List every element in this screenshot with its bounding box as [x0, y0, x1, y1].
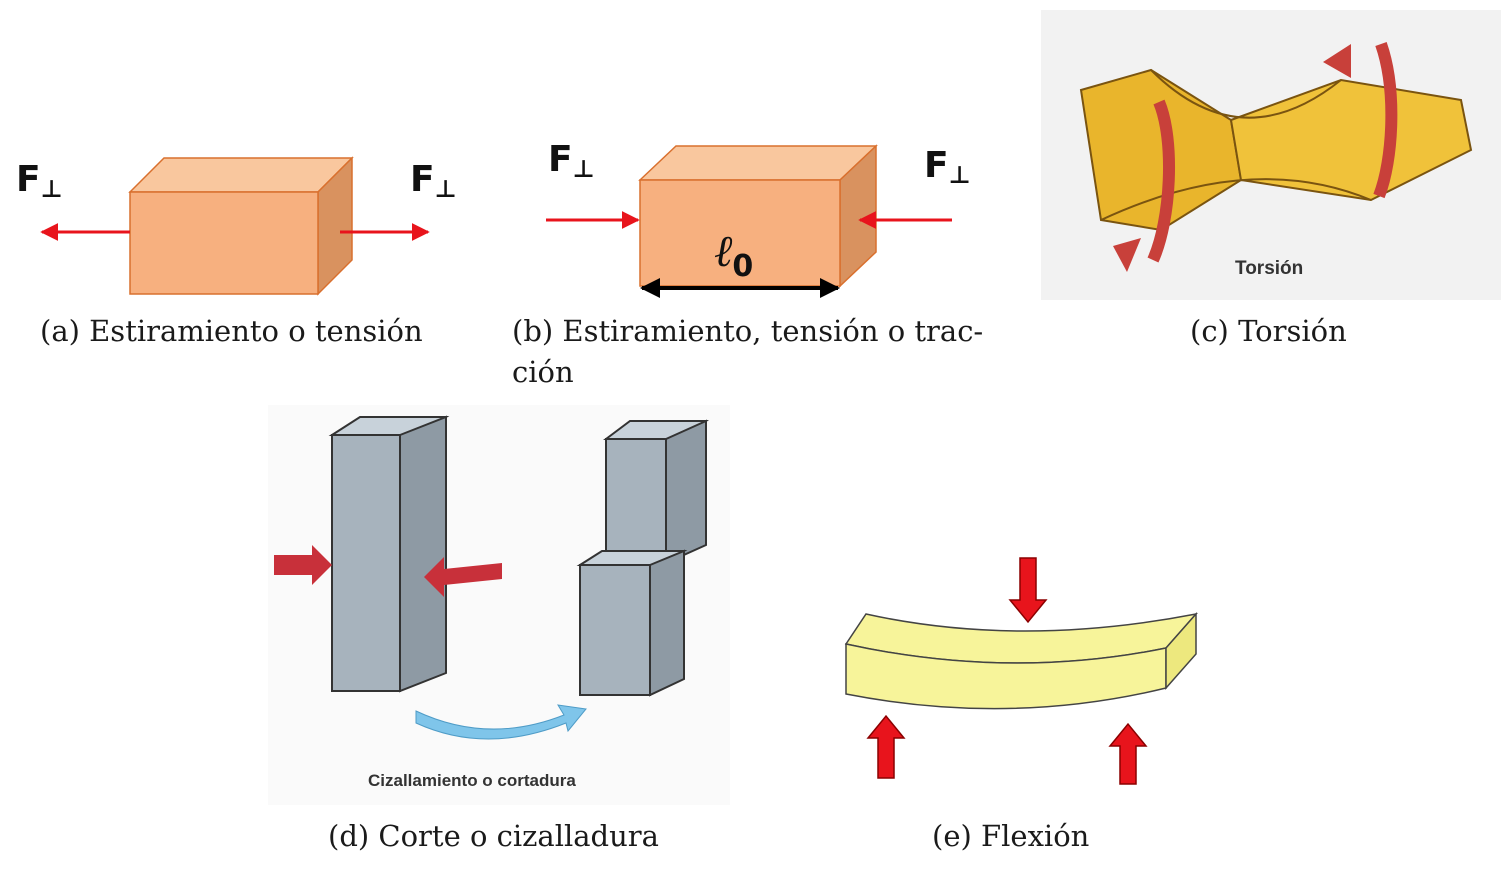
- compression-diagram: [546, 144, 952, 298]
- force-label-right: F⊥: [410, 159, 457, 203]
- panel-c-torsion: Torsión: [1041, 10, 1501, 300]
- column-front-face: [331, 434, 401, 692]
- force-label-left: F⊥: [548, 139, 595, 183]
- box-top-face: [128, 157, 354, 193]
- lower-block-front-face: [579, 564, 651, 696]
- caption-d: (d) Corte o cizalladura: [328, 819, 659, 853]
- torsion-arrowhead-right: [1323, 44, 1351, 78]
- torsion-band-right: [1373, 42, 1398, 199]
- panel-a-tension: F⊥ F⊥: [0, 0, 480, 380]
- support-arrow-left: [866, 714, 906, 779]
- shear-illustration: [274, 415, 709, 740]
- tension-diagram: [40, 156, 430, 296]
- column-side-face: [399, 415, 447, 693]
- caption-e: (e) Flexión: [932, 819, 1090, 853]
- transition-curved-arrow: [415, 704, 587, 740]
- force-label-left: F⊥: [16, 159, 63, 203]
- box-front-face: [129, 191, 319, 295]
- load-arrow-top: [1008, 557, 1048, 624]
- panel-d-shear: Cizallamiento o cortadura: [268, 405, 730, 805]
- twisted-bar-right: [1229, 78, 1473, 202]
- lower-block-side-face: [649, 549, 685, 697]
- initial-length-label: ℓ0: [714, 226, 754, 284]
- shear-arrow-left: [274, 545, 332, 585]
- shear-arrow-right: [424, 557, 502, 597]
- shear-photo-label: Cizallamiento o cortadura: [368, 771, 576, 790]
- support-arrow-right: [1108, 722, 1148, 785]
- force-label-right: F⊥: [924, 145, 971, 189]
- upper-block-front-face: [605, 438, 667, 564]
- box-top-face: [638, 145, 878, 181]
- caption-a: (a) Estiramiento o tensión: [40, 314, 423, 348]
- beam-side-face: [1165, 612, 1197, 690]
- caption-c: (c) Torsión: [1190, 314, 1347, 348]
- upper-block-side-face: [665, 419, 707, 565]
- torsion-arrowhead-left: [1113, 238, 1141, 272]
- torsion-photo-label: Torsión: [1235, 258, 1304, 279]
- torsion-band-left: [1147, 99, 1175, 263]
- panel-e-bending: [830, 540, 1210, 790]
- caption-b-line2: ción: [512, 355, 574, 389]
- bending-diagram: [844, 557, 1199, 785]
- torsion-illustration: [1079, 42, 1473, 272]
- twist-seam: [1100, 69, 1372, 221]
- panel-b-compression: F⊥ F⊥ ℓ0: [500, 0, 1000, 380]
- caption-b-line1: (b) Estiramiento, tensión o trac-: [512, 314, 984, 348]
